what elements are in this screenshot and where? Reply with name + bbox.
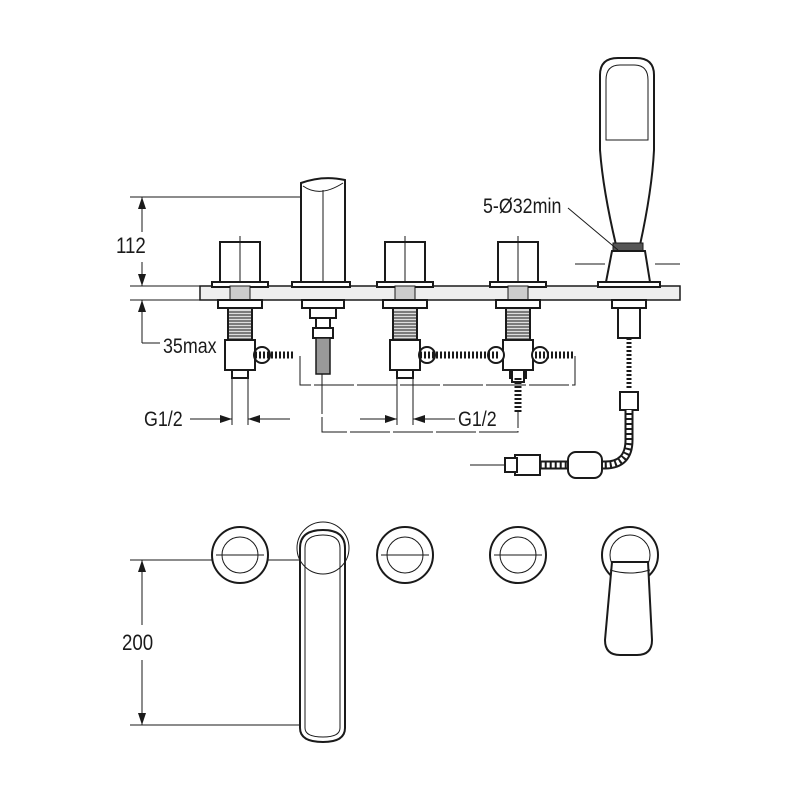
top-view xyxy=(211,521,659,744)
dim-g12-left-label: G1/2 xyxy=(144,408,183,431)
dim-112-label: 112 xyxy=(116,233,146,258)
valve-side-view xyxy=(376,236,436,379)
dim-200-label: 200 xyxy=(122,630,154,655)
spout-top-view xyxy=(299,528,346,744)
valve-top-view xyxy=(211,526,269,584)
dim-g12-right-label: G1/2 xyxy=(458,408,497,431)
valve-side-view xyxy=(211,236,271,379)
valve-side-view xyxy=(487,236,549,383)
dim-hole-size-label: 5-Ø32min xyxy=(483,195,562,218)
spout-side-view xyxy=(291,177,351,375)
dim-35max-label: 35max xyxy=(163,335,217,358)
valve-top-view xyxy=(376,526,434,584)
valve-top-view xyxy=(489,526,547,584)
hand-shower-side-view xyxy=(470,57,680,479)
dimension-lines xyxy=(130,196,455,726)
countertop xyxy=(130,285,681,301)
